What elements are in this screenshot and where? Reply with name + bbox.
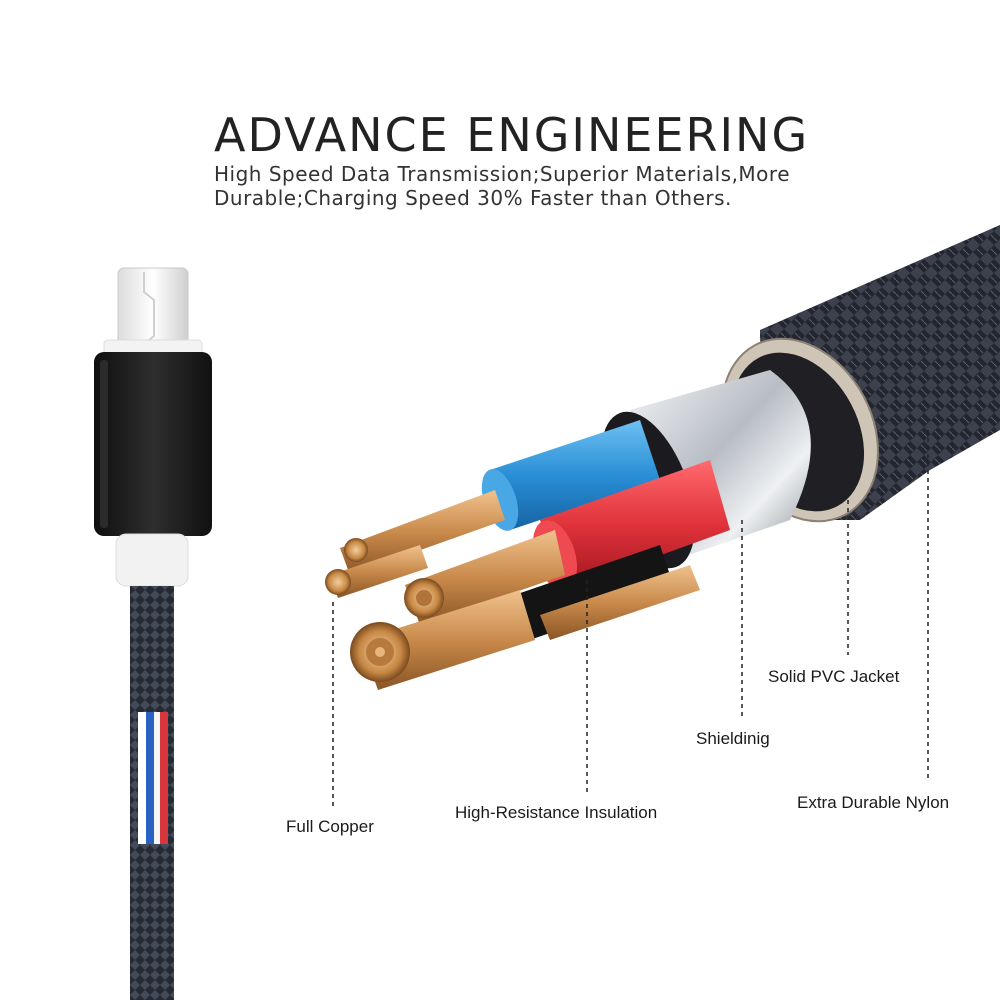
label-nylon: Extra Durable Nylon xyxy=(797,793,950,812)
strain-relief xyxy=(115,533,189,587)
subtitle-line-1: High Speed Data Transmission;Superior Ma… xyxy=(214,162,790,186)
cable-cross-section xyxy=(325,225,1000,690)
blue-insulation xyxy=(490,420,660,530)
connector-housing xyxy=(94,352,212,536)
label-pvc-jacket: Solid PVC Jacket xyxy=(768,667,900,686)
red-insulation xyxy=(540,460,730,590)
label-shielding: Shieldinig xyxy=(696,729,770,748)
label-insulation: High-Resistance Insulation xyxy=(455,803,658,822)
subtitle-line-2: Durable;Charging Speed 30% Faster than O… xyxy=(214,186,732,210)
callout-lines xyxy=(332,430,929,808)
usb-connector xyxy=(94,267,212,1000)
page-title: ADVANCE ENGINEERING xyxy=(214,108,810,162)
label-full-copper: Full Copper xyxy=(286,817,374,836)
